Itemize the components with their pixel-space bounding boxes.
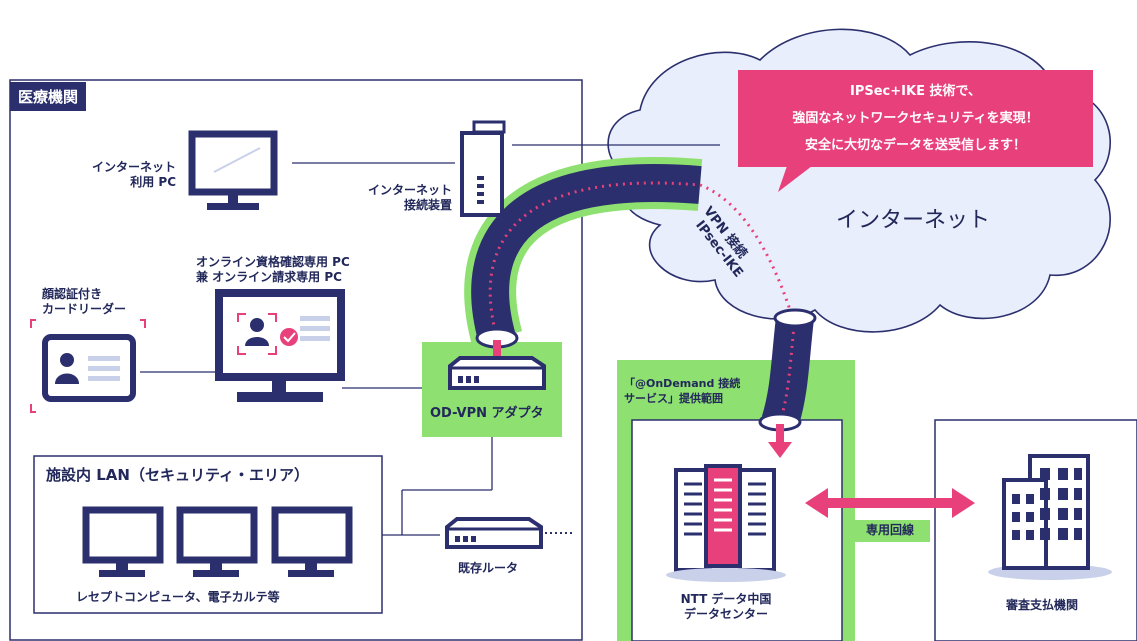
dedicated-line-label: 専用回線 [865,523,914,537]
adapter-label: OD-VPN アダプタ [430,406,544,421]
callout-text: IPSec+IKE 技術で、 強固なネットワークセキュリティを実現！ 安全に大切… [792,84,1039,153]
datacenter-label: NTT データ中国 データセンター [680,592,772,621]
adapter-icon [448,356,546,390]
internet-device-label: インターネット 接続装置 [367,183,452,212]
callout-bubble [738,70,1093,167]
card-reader-label: 顔認証付き カードリーダー [42,287,127,316]
org-title: 医療機関 [10,82,87,111]
service-label: 「@OnDemand 接続 サービス」提供範囲 [624,377,741,405]
hospital-frame [9,79,583,641]
online-pc-label: オンライン資格確認専用 PC 兼 オンライン請求専用 PC [196,255,350,284]
review-label: 審査支払機関 [1006,598,1079,612]
lan-caption: レセプトコンピュータ、電子カルテ等 [76,590,280,604]
lan-pc-icons [82,506,353,564]
card-reader-icon [30,319,146,413]
lan-title: 施設内 LAN（セキュリティ・エリア） [46,466,310,484]
building-icon [988,454,1112,580]
router-icon [445,517,543,549]
router-label: 既存ルータ [458,561,519,575]
online-pc-icon [215,289,345,402]
internet-label: インターネット [836,208,991,233]
internet-pc-icon [188,130,278,210]
server-icons [666,464,786,582]
internet-device-icon [460,120,506,217]
internet-pc-label: インターネット 利用 PC [92,160,177,189]
